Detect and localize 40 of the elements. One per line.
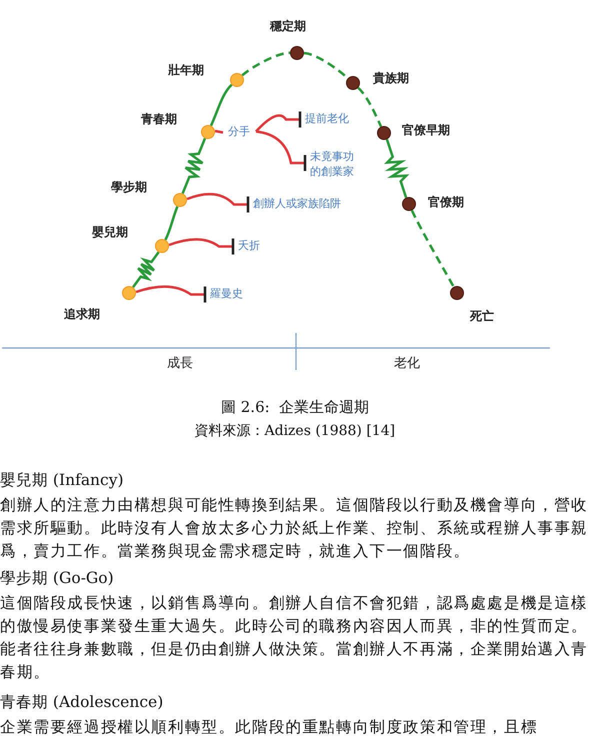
branch-line bbox=[168, 237, 234, 256]
outcome-label: 創辦人或家族陷阱 bbox=[253, 196, 363, 211]
stage-label: 壯年期 bbox=[168, 62, 204, 79]
stage-label: 官僚早期 bbox=[402, 122, 450, 139]
outcome-label: 分手 bbox=[228, 124, 268, 139]
axis-label: 老化 bbox=[394, 355, 420, 372]
curve-segment bbox=[210, 84, 233, 126]
paragraph: 這個階段成長快速，以銷售爲導向。創辦人自信不會犯錯，認爲處處是機是這樣的傲慢易使事業發生重大過失。此時公司的職務內容因人而異，非的性質而定。能者往往身兼數職，但是仍由創辦人做決策。當創辦人不再滿，企業開始邁入青春期。 bbox=[0, 593, 589, 683]
source-note: 資料來源：Adizes (1988) [14] bbox=[194, 422, 396, 440]
section-heading: 青春期 (Adolescence) bbox=[0, 692, 164, 713]
stage-label: 貴族期 bbox=[373, 70, 409, 87]
branch-line bbox=[136, 285, 206, 304]
branch-line bbox=[256, 130, 306, 172]
stage-label: 學步期 bbox=[111, 179, 147, 196]
spring-segment bbox=[384, 138, 410, 198]
branch-line bbox=[214, 130, 224, 134]
stage-label: 追求期 bbox=[64, 306, 100, 323]
spring-segment bbox=[132, 251, 160, 288]
section-heading: 嬰兒期 (Infancy) bbox=[0, 470, 124, 491]
branch-line bbox=[186, 192, 250, 214]
outcome-label: 提前老化 bbox=[305, 111, 365, 126]
paragraph: 企業需要經過授權以順利轉型。此階段的重點轉向制度政策和管理，且標 bbox=[0, 717, 539, 738]
paragraph: 創辦人的注意力由構想與可能性轉換到結果。這個階段以行動及機會導向，營收需求所驅動。此時沒有人會放太多心力於紙上作業、控制、系統或程辦人事事親爲，賣力工作。當業務與現金需求穩定時，就進入下一個階段。 bbox=[0, 495, 589, 562]
spring-segment bbox=[181, 138, 206, 194]
stage-label: 青春期 bbox=[141, 111, 177, 128]
curve-segment bbox=[164, 206, 179, 240]
figure-caption: 圖 2.6: 企業生命週期 bbox=[221, 398, 370, 417]
outcome-label: 夭折 bbox=[238, 238, 278, 253]
section-heading: 學步期 (Go-Go) bbox=[0, 568, 114, 589]
outcome-label: 未竟事功的創業家 bbox=[310, 149, 362, 179]
stage-label: 嬰兒期 bbox=[92, 224, 128, 241]
curve-segment bbox=[410, 210, 455, 288]
stage-label: 死亡 bbox=[470, 308, 494, 325]
axis-label: 成長 bbox=[167, 355, 193, 372]
branch-line bbox=[255, 110, 302, 132]
curve-segment bbox=[241, 52, 290, 76]
stage-label: 官僚期 bbox=[428, 194, 464, 211]
stage-label: 穩定期 bbox=[270, 18, 306, 35]
curve-segment bbox=[357, 86, 382, 128]
outcome-label: 羅曼史 bbox=[210, 286, 270, 301]
